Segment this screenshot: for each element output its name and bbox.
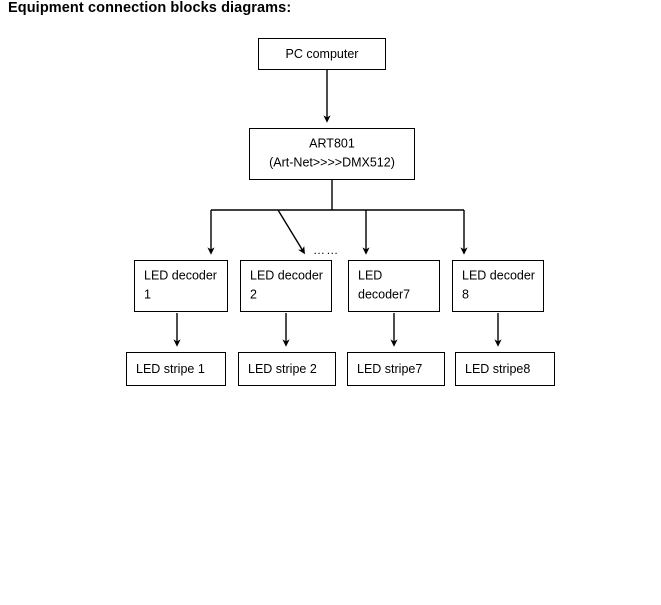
wire-art801-bus bbox=[211, 180, 464, 211]
node-led-stripe-2-label: LED stripe 2 bbox=[248, 361, 317, 376]
wire-art801-to-decoder2 bbox=[277, 209, 305, 255]
node-led-decoder-2[interactable]: LED decoder 2 bbox=[240, 260, 332, 312]
node-led-stripe-2[interactable]: LED stripe 2 bbox=[238, 352, 336, 386]
node-led-stripe-7[interactable]: LED stripe7 bbox=[347, 352, 445, 386]
node-led-decoder-8[interactable]: LED decoder 8 bbox=[452, 260, 544, 312]
node-led-decoder-8-label: LED decoder 8 bbox=[462, 268, 535, 302]
node-pc-computer[interactable]: PC computer bbox=[258, 38, 386, 70]
node-led-stripe-8[interactable]: LED stripe8 bbox=[455, 352, 555, 386]
node-led-decoder-7-label: LED decoder7 bbox=[358, 268, 411, 302]
node-pc-computer-label: PC computer bbox=[285, 46, 359, 61]
node-led-stripe-8-label: LED stripe8 bbox=[465, 361, 531, 376]
node-led-decoder-2-label: LED decoder 2 bbox=[250, 268, 323, 302]
node-led-stripe-7-label: LED stripe7 bbox=[357, 361, 423, 376]
page-title: Equipment connection blocks diagrams: bbox=[8, 0, 292, 16]
ellipsis-marker: …… bbox=[313, 243, 340, 257]
node-led-stripe-1-label: LED stripe 1 bbox=[136, 361, 205, 376]
node-led-stripe-1[interactable]: LED stripe 1 bbox=[126, 352, 226, 386]
node-art801[interactable]: ART801 (Art-Net>>>>DMX512) bbox=[249, 128, 415, 180]
node-led-decoder-7[interactable]: LED decoder7 bbox=[348, 260, 440, 312]
node-art801-label: ART801 (Art-Net>>>>DMX512) bbox=[269, 136, 395, 170]
node-led-decoder-1-label: LED decoder 1 bbox=[144, 268, 217, 302]
node-led-decoder-1[interactable]: LED decoder 1 bbox=[134, 260, 228, 312]
